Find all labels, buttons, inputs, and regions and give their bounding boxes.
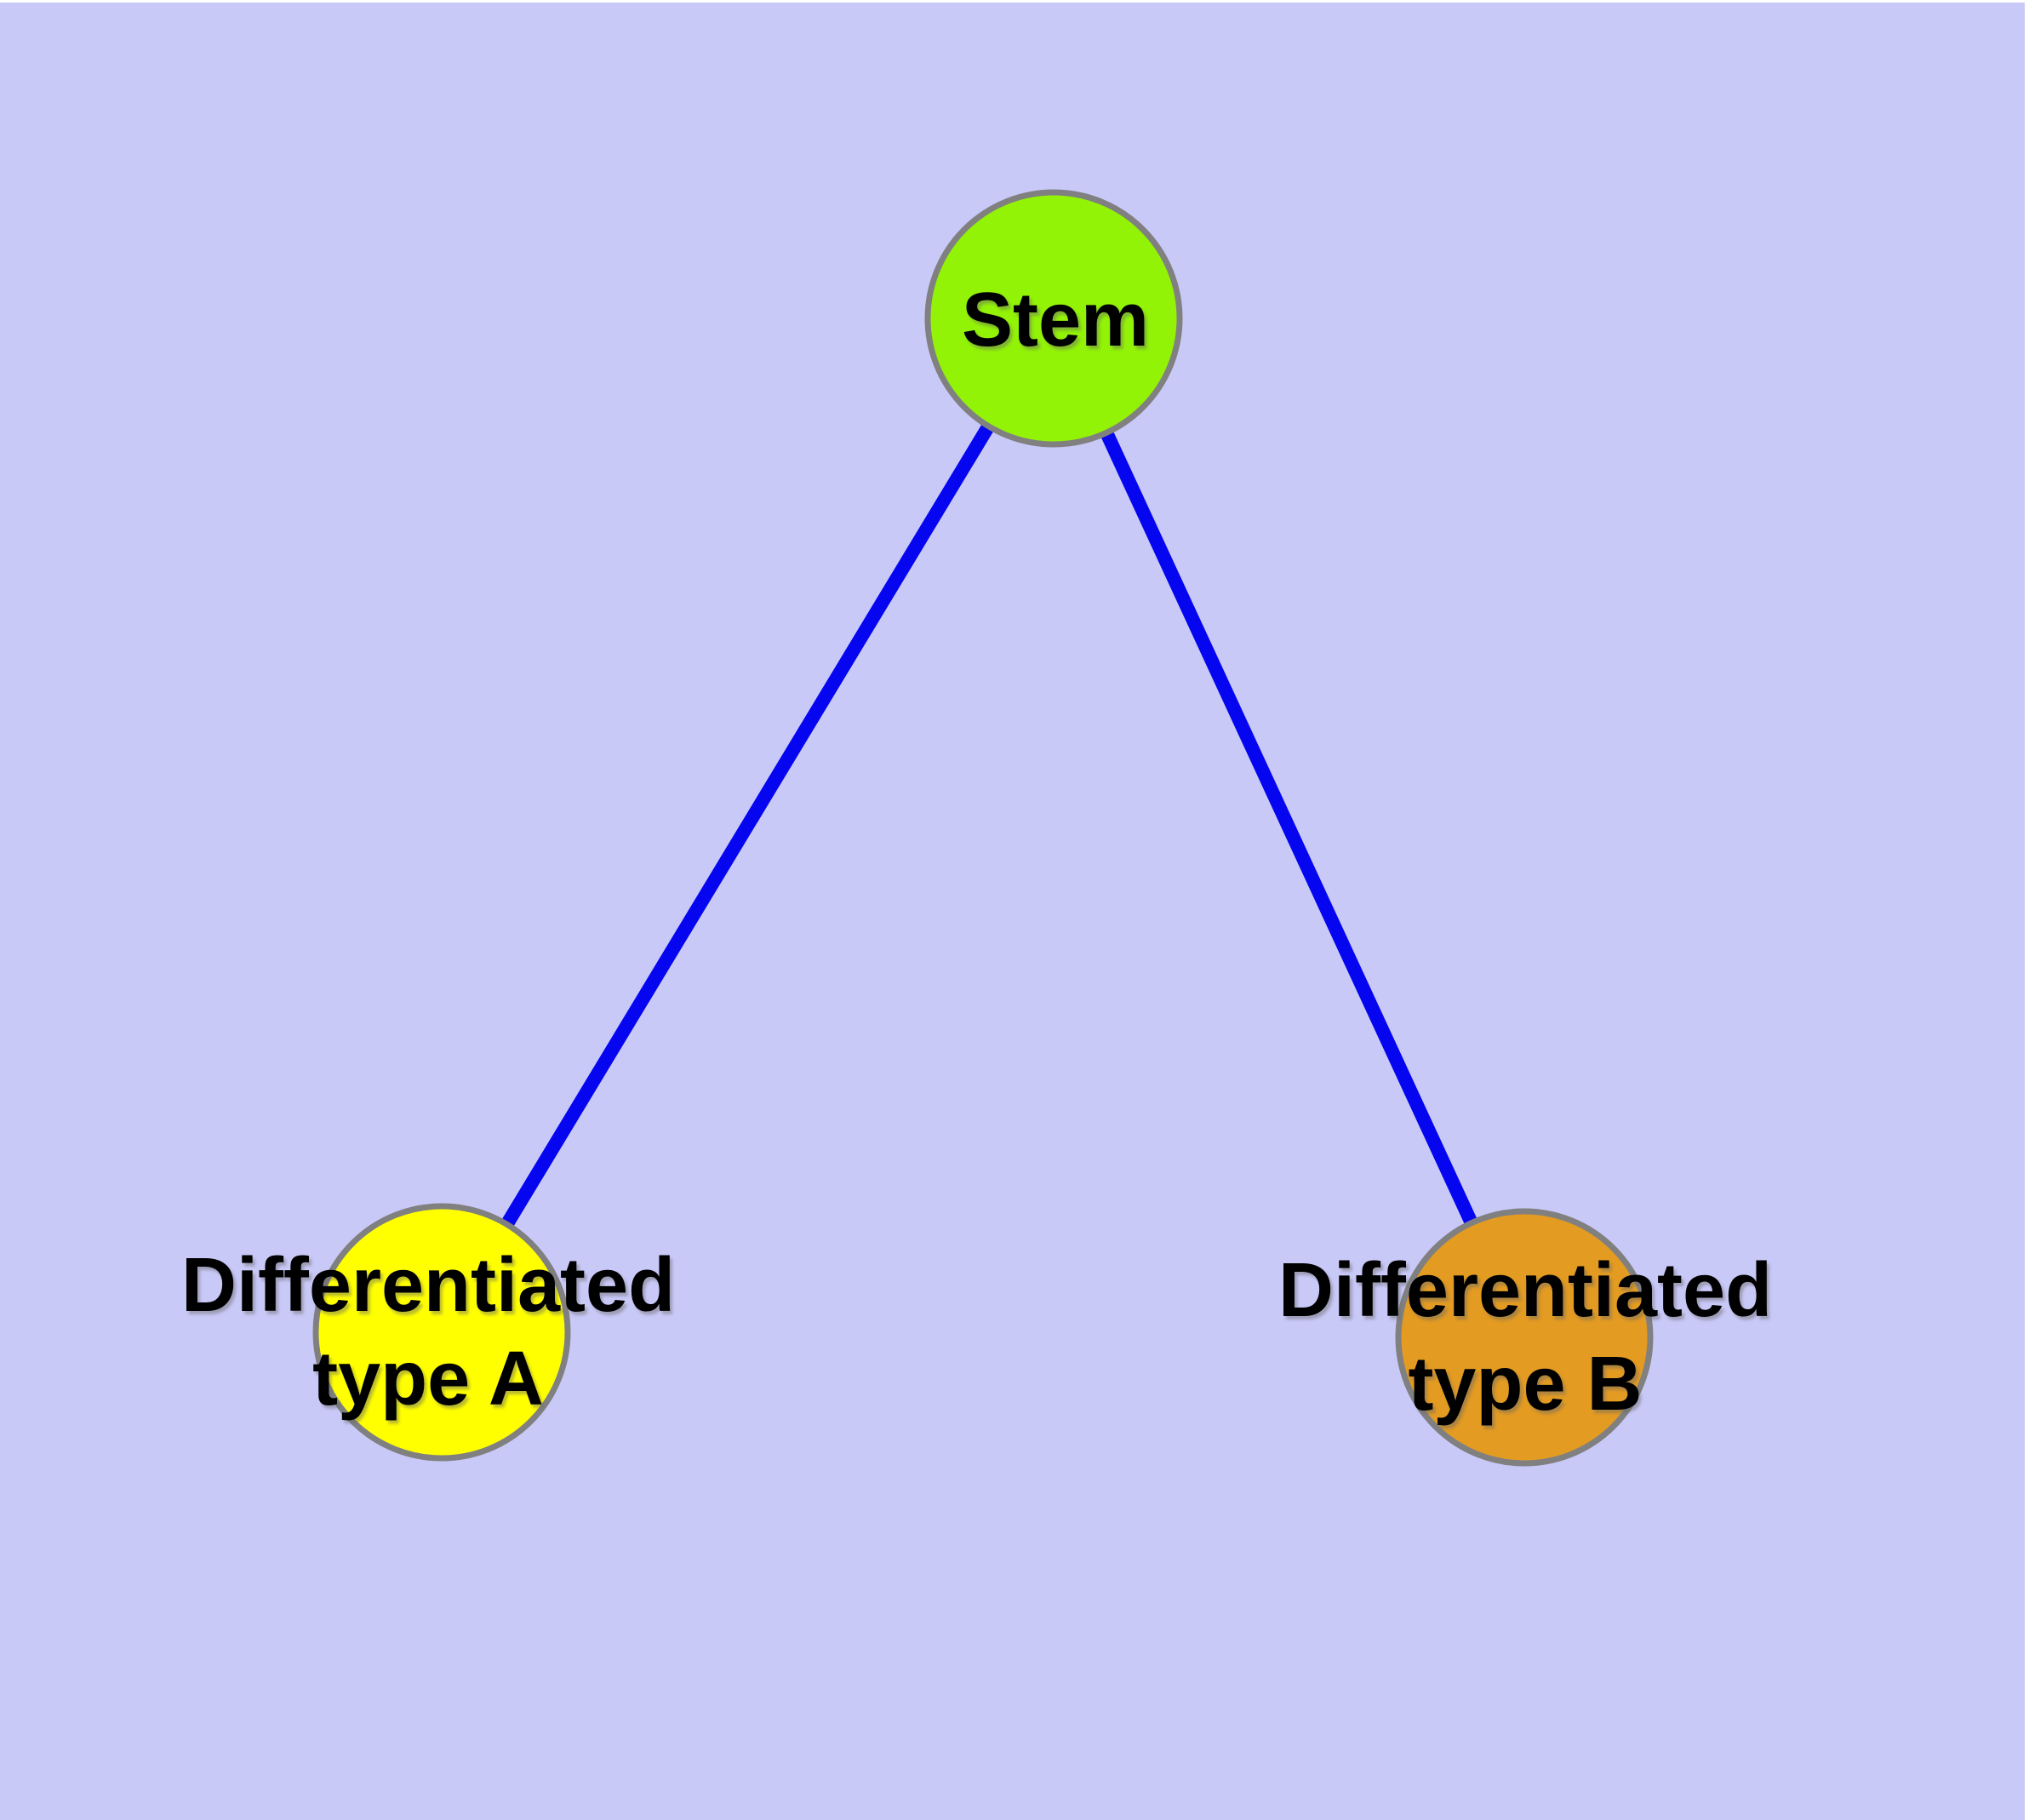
- node-stem-circle: [924, 189, 1183, 448]
- node-type-a-label-line1: Differentiated: [180, 1243, 676, 1328]
- node-type-a-label: Differentiated type A: [181, 1239, 675, 1426]
- node-type-b-label-line2: type B: [1408, 1342, 1643, 1427]
- node-type-b-label-line1: Differentiated: [1277, 1248, 1773, 1333]
- node-type-a-label-line2: type A: [312, 1336, 544, 1422]
- node-type-b-circle: [1395, 1208, 1654, 1467]
- edge-stem-to-type-a: [436, 314, 1060, 1336]
- node-stem-label: Stem: [961, 278, 1150, 363]
- node-type-a-circle: [312, 1203, 571, 1462]
- node-type-b-label: Differentiated type B: [1278, 1244, 1772, 1431]
- edge-stem-to-type-b: [1047, 315, 1531, 1341]
